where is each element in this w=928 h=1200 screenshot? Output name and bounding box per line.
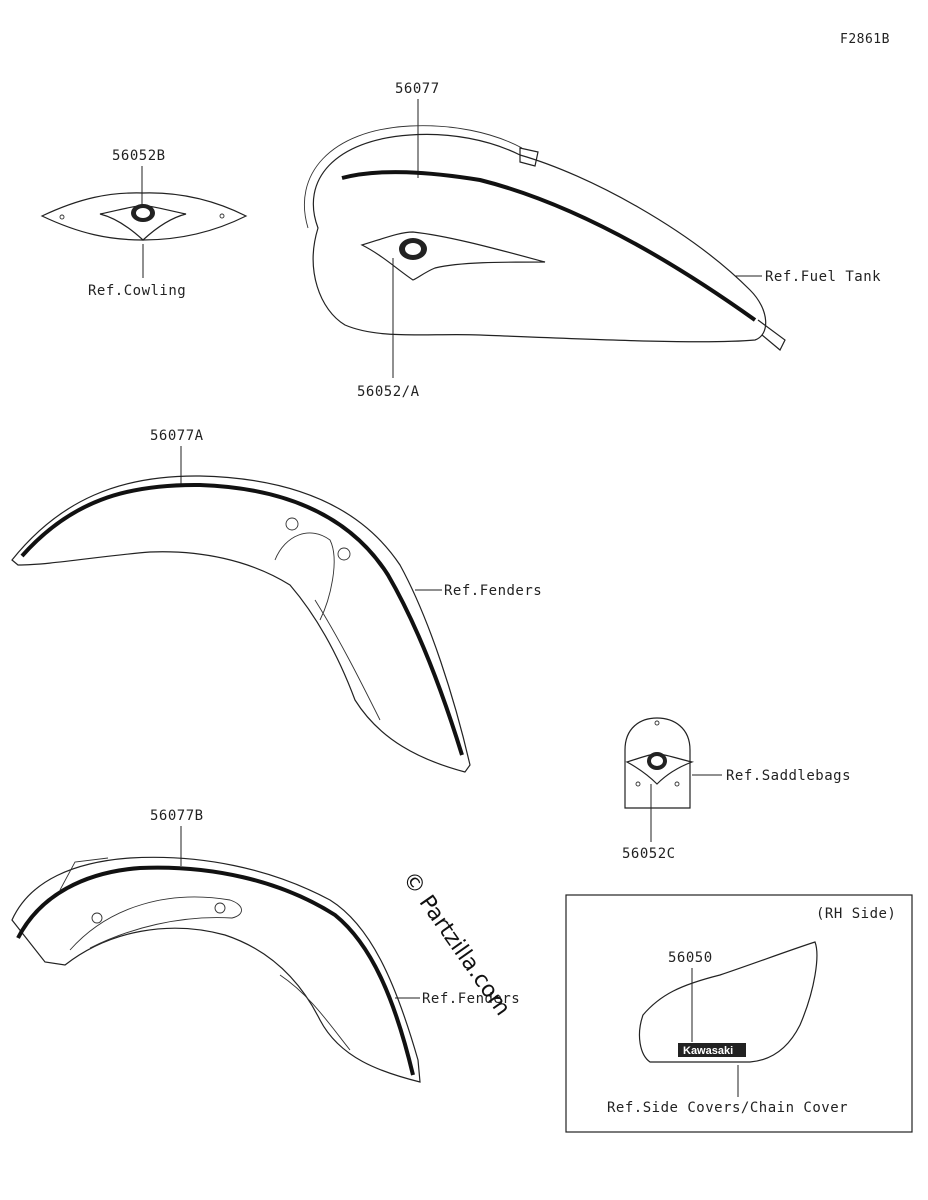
kawasaki-badge [678,1043,746,1057]
saddlebag-ref-label[interactable]: Ref.Saddlebags [726,768,851,784]
saddlebag-hole-top [654,720,660,726]
cowling-plate [40,192,248,241]
tank-emblem-wing [360,231,546,281]
inset-frame [565,894,913,1133]
fender-inner-curve [274,532,335,621]
fuel-tank-edge [303,125,523,229]
side-cover-inset: (RH Side) 56050 Kawasaki Ref.Side Covers… [565,894,913,1133]
cowling-emblem-group: 56052B Ref.Cowling [40,148,248,299]
figure-code: F2861B [840,32,890,47]
fuel-tank-group: 56077 56052/A Ref.Fuel Tank [303,81,881,400]
front-fender-ref-label[interactable]: Ref.Fenders [444,583,542,599]
fender-bolt-1 [285,517,299,531]
fender-bolt-2 [337,547,351,561]
fuel-cap [519,147,539,167]
front-fender-stripe [20,482,464,756]
saddlebag-plate [624,717,691,809]
front-fender-group: 56077A Ref.Fenders [11,428,542,773]
front-fender-outline [11,475,471,773]
rear-fender-bolt-2 [214,902,226,914]
inset-side-label: (RH Side) [816,906,896,922]
rear-fender-ref-label[interactable]: Ref.Fenders [422,991,520,1007]
fuel-tank-outline [312,133,767,343]
rear-fender-inner-edge [279,974,351,1051]
rear-fender-part-number[interactable]: 56077B [150,808,204,824]
front-fender-part-number[interactable]: 56077A [150,428,204,444]
side-cover-ref-label[interactable]: Ref.Side Covers/Chain Cover [607,1100,848,1116]
saddlebag-emblem-part-number[interactable]: 56052C [622,846,676,862]
side-cover-outline [638,941,818,1063]
fender-inner-edge [314,599,381,721]
rear-fender-inner-panel [69,896,242,951]
v-logo-icon [651,756,663,766]
tank-stripe-part-number[interactable]: 56077 [395,81,440,97]
saddlebag-hole-left [635,781,641,787]
cowl-emblem-part-number[interactable]: 56052B [112,148,166,164]
rear-fender-group: 56077B Ref.Fenders [11,808,520,1083]
rear-fender-stripe [16,865,415,1076]
tank-ref-label[interactable]: Ref.Fuel Tank [765,269,881,285]
tank-stripe [341,170,757,322]
saddlebag-hole-right [674,781,680,787]
v-logo-icon [405,243,421,255]
side-cover-part-number[interactable]: 56050 [668,950,713,966]
tank-emblem-part-number[interactable]: 56052/A [357,384,420,400]
side-cover-brand: Kawasaki [683,1045,733,1057]
cowl-emblem-wing [99,205,187,241]
rear-fender-bolt-1 [91,912,103,924]
cowl-hole-left [59,214,65,220]
v-logo-icon [136,208,150,218]
tank-rear-mount [757,319,786,351]
saddlebag-emblem-group: Ref.Saddlebags 56052C [622,717,851,862]
cowl-ref-label[interactable]: Ref.Cowling [88,283,186,299]
rear-fender-tip [59,857,109,891]
cowl-hole-right [219,213,225,219]
rear-fender-outline [11,856,421,1083]
